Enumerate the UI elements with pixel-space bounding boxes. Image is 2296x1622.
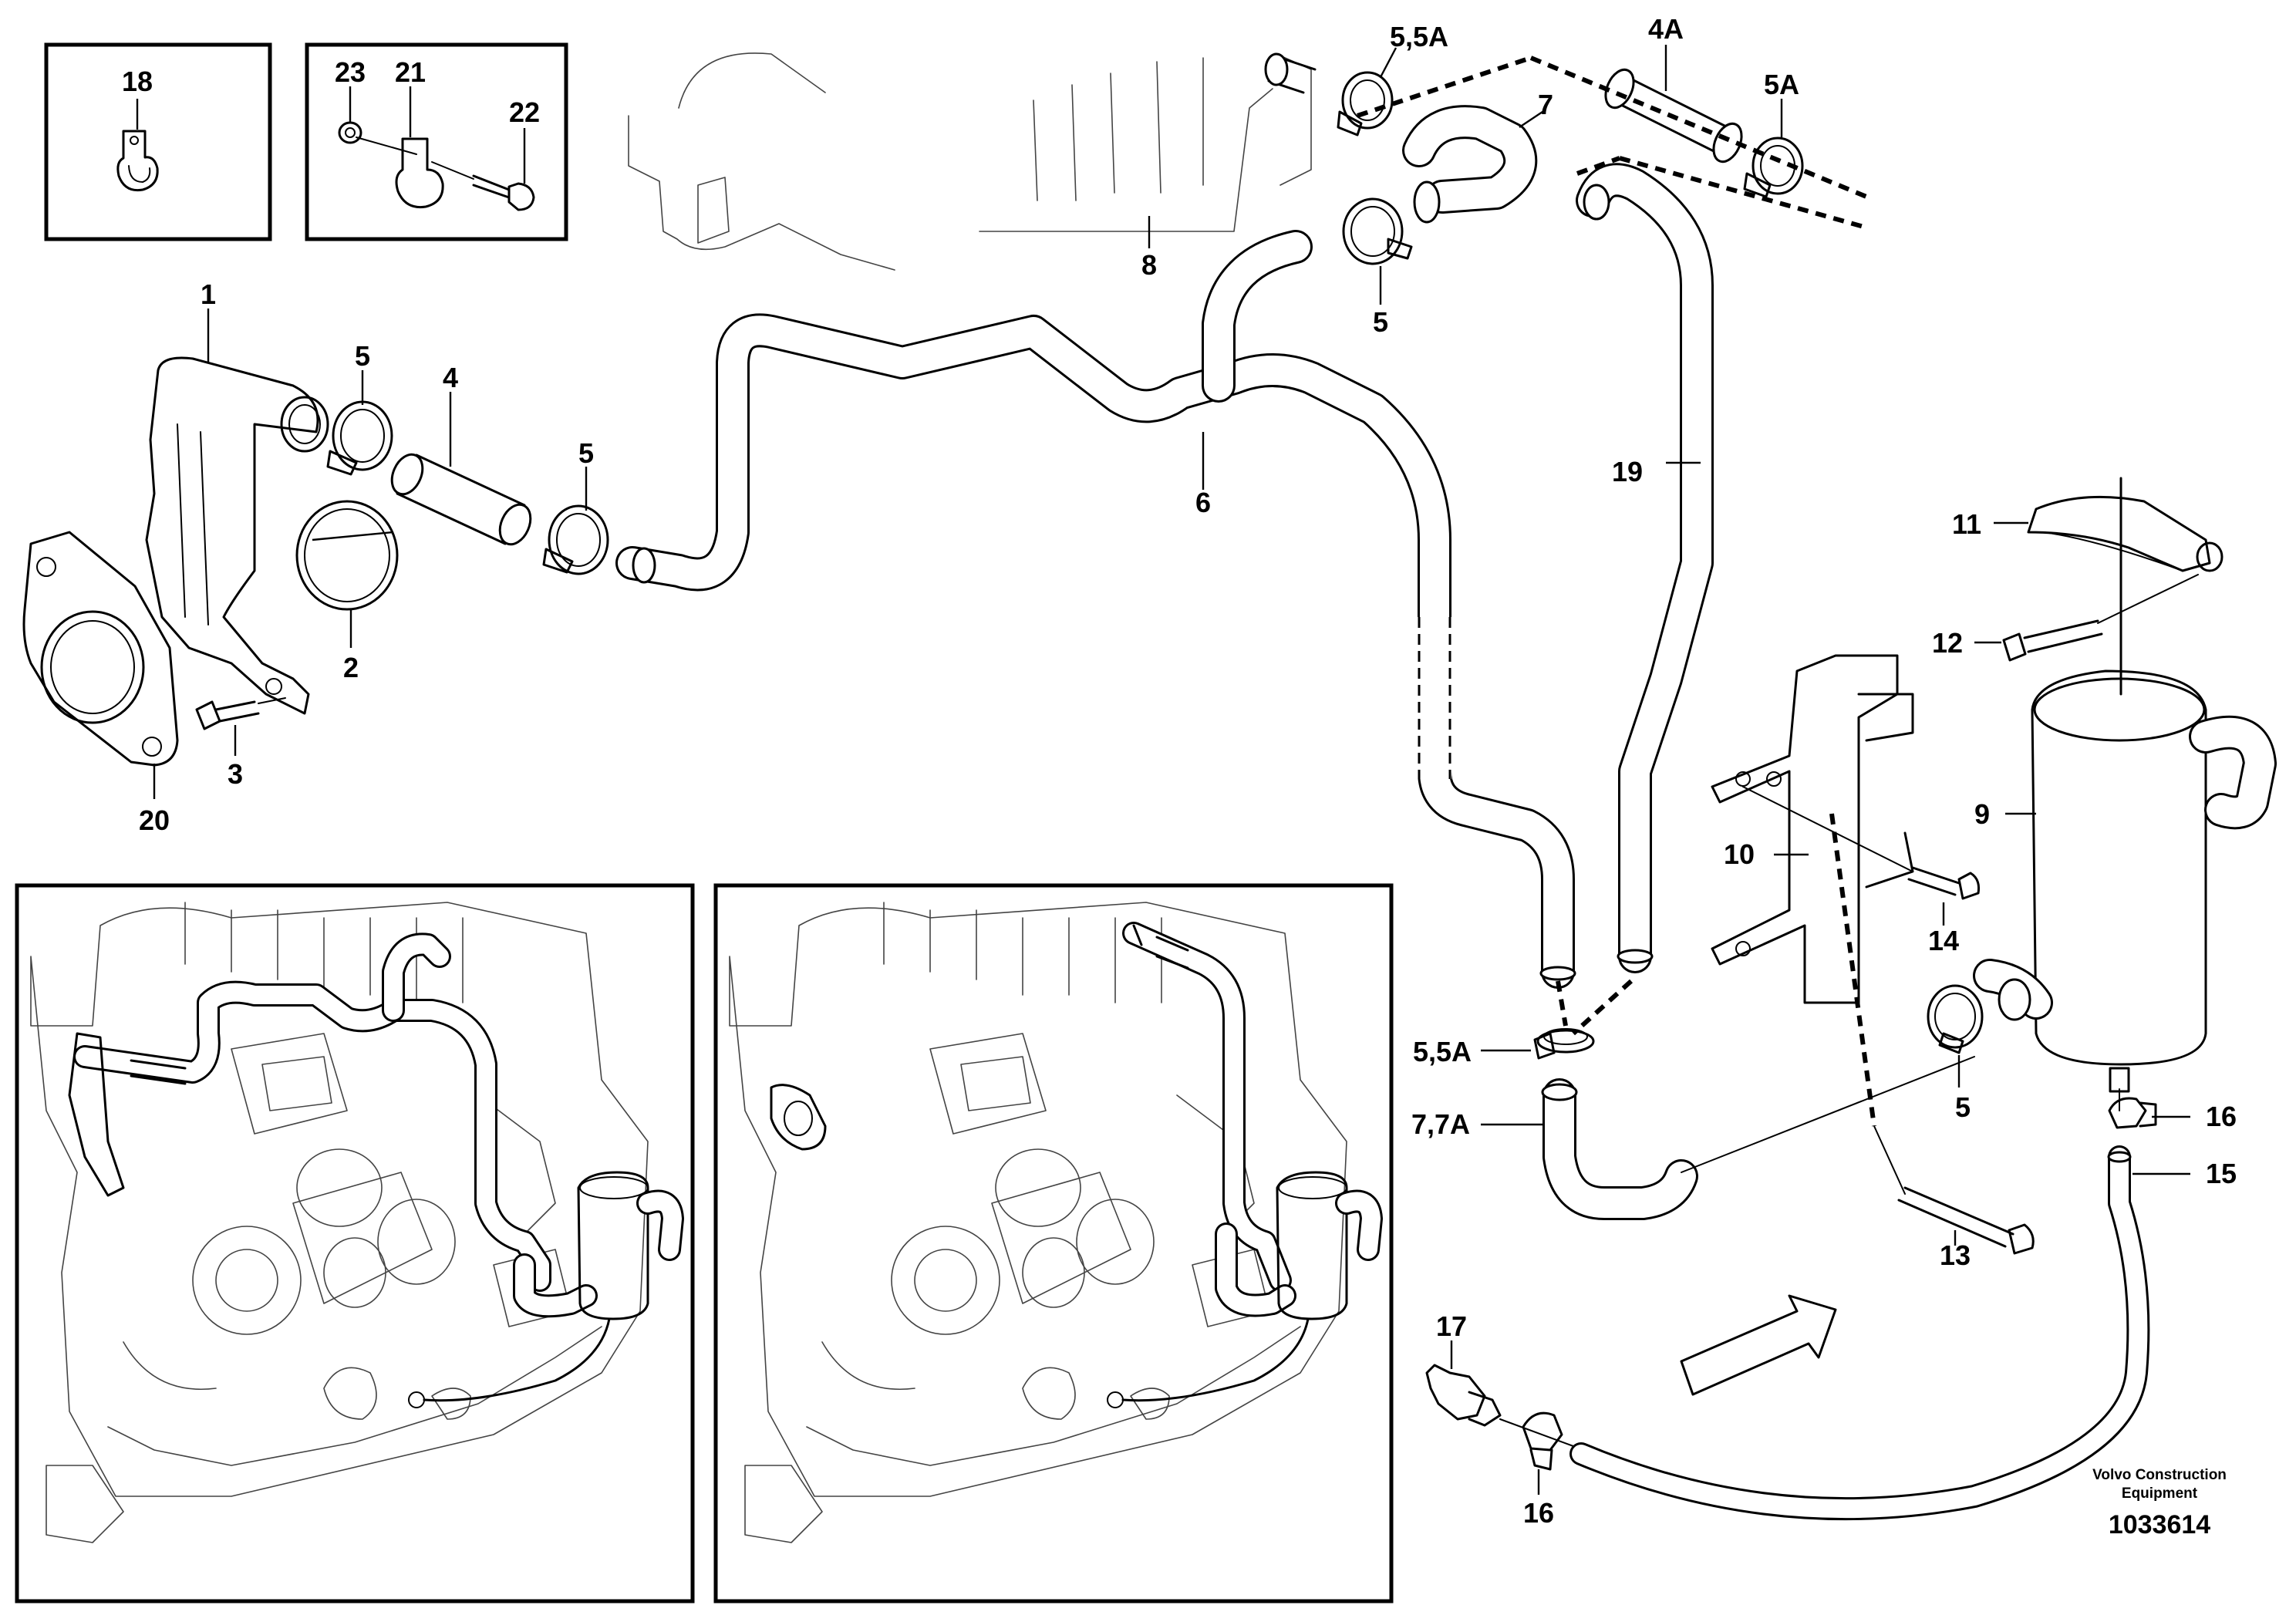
callout-18: 18 — [122, 66, 153, 97]
callout-4: 4 — [443, 362, 458, 393]
clamp-5-mid-left — [542, 467, 609, 575]
hose-77a — [1481, 1078, 1698, 1220]
hose-7 — [1402, 105, 1543, 224]
hose-4 — [390, 392, 532, 546]
callout-6: 6 — [1195, 487, 1211, 518]
o-ring-2 — [295, 500, 399, 648]
callout-55a-top: 5,5A — [1390, 21, 1448, 52]
oil-separator-9 — [1973, 669, 2277, 1093]
callout-8: 8 — [1141, 249, 1157, 281]
detail-box-clamp — [44, 42, 272, 241]
manufacturer-line-1: Volvo Construction — [2092, 1467, 2227, 1483]
callout-5-left: 5 — [355, 340, 370, 372]
bracket-10 — [1711, 654, 1914, 1004]
bolt-3 — [195, 697, 286, 756]
engine-outline-top — [628, 52, 1312, 271]
callout-10: 10 — [1724, 838, 1755, 870]
callout-23: 23 — [335, 56, 366, 88]
clamp-55a-mid — [1481, 1028, 1595, 1060]
detail-box-clamp-assembly — [305, 42, 568, 241]
callout-21: 21 — [395, 56, 426, 88]
callout-77a: 7,7A — [1411, 1108, 1470, 1140]
engine-illustration-left — [15, 883, 695, 1603]
callout-55a-mid: 5,5A — [1413, 1036, 1472, 1067]
callout-17: 17 — [1436, 1310, 1467, 1342]
callout-2: 2 — [343, 652, 359, 683]
clamp-55a-top — [1337, 47, 1397, 137]
clamp-16-bottom — [1499, 1411, 1574, 1495]
callout-19: 19 — [1612, 456, 1643, 487]
callout-labels: 18 23 21 22 1 5 4 5 2 3 20 6 8 5,5A 7 5 … — [122, 13, 2237, 1529]
callout-22: 22 — [509, 96, 540, 128]
callout-11: 11 — [1952, 508, 1981, 540]
fitting-17 — [1425, 1340, 1502, 1427]
engine-illustration-right — [713, 883, 1394, 1603]
drawing-number: 1033614 — [2109, 1510, 2210, 1539]
bolt-13 — [1873, 1125, 2035, 1255]
callout-5a-top: 5A — [1764, 69, 1799, 100]
callout-5-mid: 5 — [1955, 1091, 1971, 1123]
strap-11 — [1994, 477, 2224, 696]
callout-9: 9 — [1974, 798, 1990, 830]
callout-20: 20 — [139, 804, 170, 836]
hose-4a — [1604, 45, 1743, 164]
clamp-5-mid — [1927, 978, 2031, 1088]
hose-19 — [1576, 163, 1714, 973]
callout-5-mid-left: 5 — [578, 437, 594, 469]
tube-top-left — [1264, 52, 1317, 94]
callout-3: 3 — [228, 758, 243, 790]
clamp-5-left — [326, 370, 393, 476]
clamp-5-top — [1342, 197, 1413, 305]
oil-separator-pipe-1 — [145, 309, 329, 715]
hose-6 — [615, 230, 1576, 989]
footer: Volvo Construction Equipment 1033614 — [2092, 1467, 2227, 1539]
callout-13: 13 — [1940, 1239, 1971, 1271]
manufacturer-line-2: Equipment — [2122, 1485, 2198, 1502]
callout-12: 12 — [1932, 627, 1963, 659]
callout-1: 1 — [201, 278, 216, 310]
clamp-16-right — [2108, 1097, 2190, 1129]
callout-4a: 4A — [1648, 13, 1684, 45]
bolt-14 — [1742, 786, 1980, 926]
hose-15 — [1569, 1145, 2190, 1521]
callout-16-right: 16 — [2206, 1101, 2237, 1132]
callout-5-top: 5 — [1373, 306, 1388, 338]
callout-16-bottom: 16 — [1523, 1497, 1554, 1529]
callout-15: 15 — [2206, 1158, 2237, 1189]
bolt-12 — [1974, 574, 2199, 662]
callout-14: 14 — [1928, 925, 1959, 956]
clamp-5a-top — [1743, 99, 1804, 198]
arrow-icon — [1680, 1294, 1837, 1396]
flange-gasket-20 — [22, 531, 179, 799]
callout-7-top: 7 — [1538, 89, 1553, 120]
